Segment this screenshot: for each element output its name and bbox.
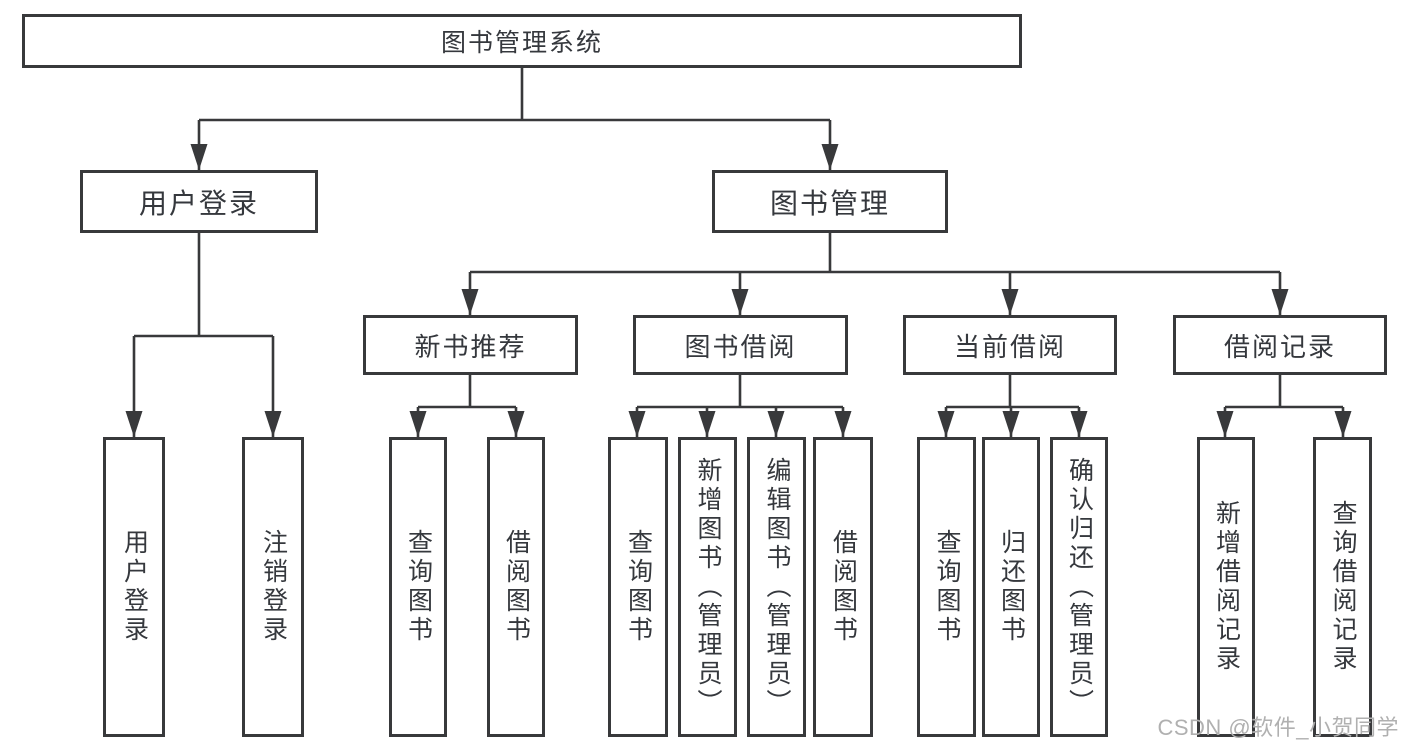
node-label: 查询图书 bbox=[624, 529, 653, 645]
leaf-query-books-current: 查询图书 bbox=[917, 437, 976, 737]
node-label: 查询图书 bbox=[933, 529, 961, 645]
node-label: 当前借阅 bbox=[953, 331, 1066, 362]
node-label: 图书借阅 bbox=[684, 331, 797, 362]
node-current-borrowing: 当前借阅 bbox=[903, 315, 1117, 375]
node-label: 用户登录 bbox=[138, 187, 259, 219]
node-label: 借阅记录 bbox=[1223, 331, 1336, 362]
node-borrowing-records: 借阅记录 bbox=[1173, 315, 1387, 375]
leaf-confirm-return-admin: 确认归还（管理员） bbox=[1050, 437, 1108, 737]
node-label: 借阅图书 bbox=[502, 529, 531, 645]
leaf-query-books-recommend: 查询图书 bbox=[389, 437, 447, 737]
node-book-management: 图书管理 bbox=[712, 170, 948, 233]
leaf-query-borrow-record: 查询借阅记录 bbox=[1313, 437, 1372, 737]
node-label: 新增图书（管理员） bbox=[694, 456, 722, 718]
leaf-borrow-books: 借阅图书 bbox=[813, 437, 873, 737]
leaf-query-books-borrowing: 查询图书 bbox=[608, 437, 668, 737]
node-library-system: 图书管理系统 bbox=[22, 14, 1022, 68]
leaf-add-borrow-record: 新增借阅记录 bbox=[1197, 437, 1255, 737]
node-label: 确认归还（管理员） bbox=[1065, 456, 1094, 718]
node-new-book-recommendation: 新书推荐 bbox=[363, 315, 578, 375]
node-label: 查询借阅记录 bbox=[1329, 500, 1357, 674]
node-label: 用户登录 bbox=[120, 529, 149, 645]
leaf-logout-login: 注销登录 bbox=[242, 437, 304, 737]
node-label: 编辑图书（管理员） bbox=[763, 456, 791, 718]
node-label: 注销登录 bbox=[259, 529, 288, 645]
node-label: 新书推荐 bbox=[414, 331, 527, 362]
leaf-add-books-admin: 新增图书（管理员） bbox=[678, 437, 737, 737]
node-label: 图书管理系统 bbox=[440, 29, 603, 57]
node-label: 归还图书 bbox=[997, 529, 1026, 645]
node-label: 图书管理 bbox=[769, 187, 890, 219]
node-label: 借阅图书 bbox=[829, 529, 858, 645]
leaf-borrow-books-recommend: 借阅图书 bbox=[487, 437, 545, 737]
csdn-watermark: CSDN @软件_小贺同学 bbox=[1157, 715, 1399, 740]
leaf-return-books: 归还图书 bbox=[982, 437, 1040, 737]
node-label: 新增借阅记录 bbox=[1212, 500, 1241, 674]
node-book-borrowing: 图书借阅 bbox=[633, 315, 848, 375]
leaf-edit-books-admin: 编辑图书（管理员） bbox=[747, 437, 806, 737]
node-user-login: 用户登录 bbox=[80, 170, 318, 233]
leaf-user-login: 用户登录 bbox=[103, 437, 165, 737]
node-label: 查询图书 bbox=[404, 529, 433, 645]
